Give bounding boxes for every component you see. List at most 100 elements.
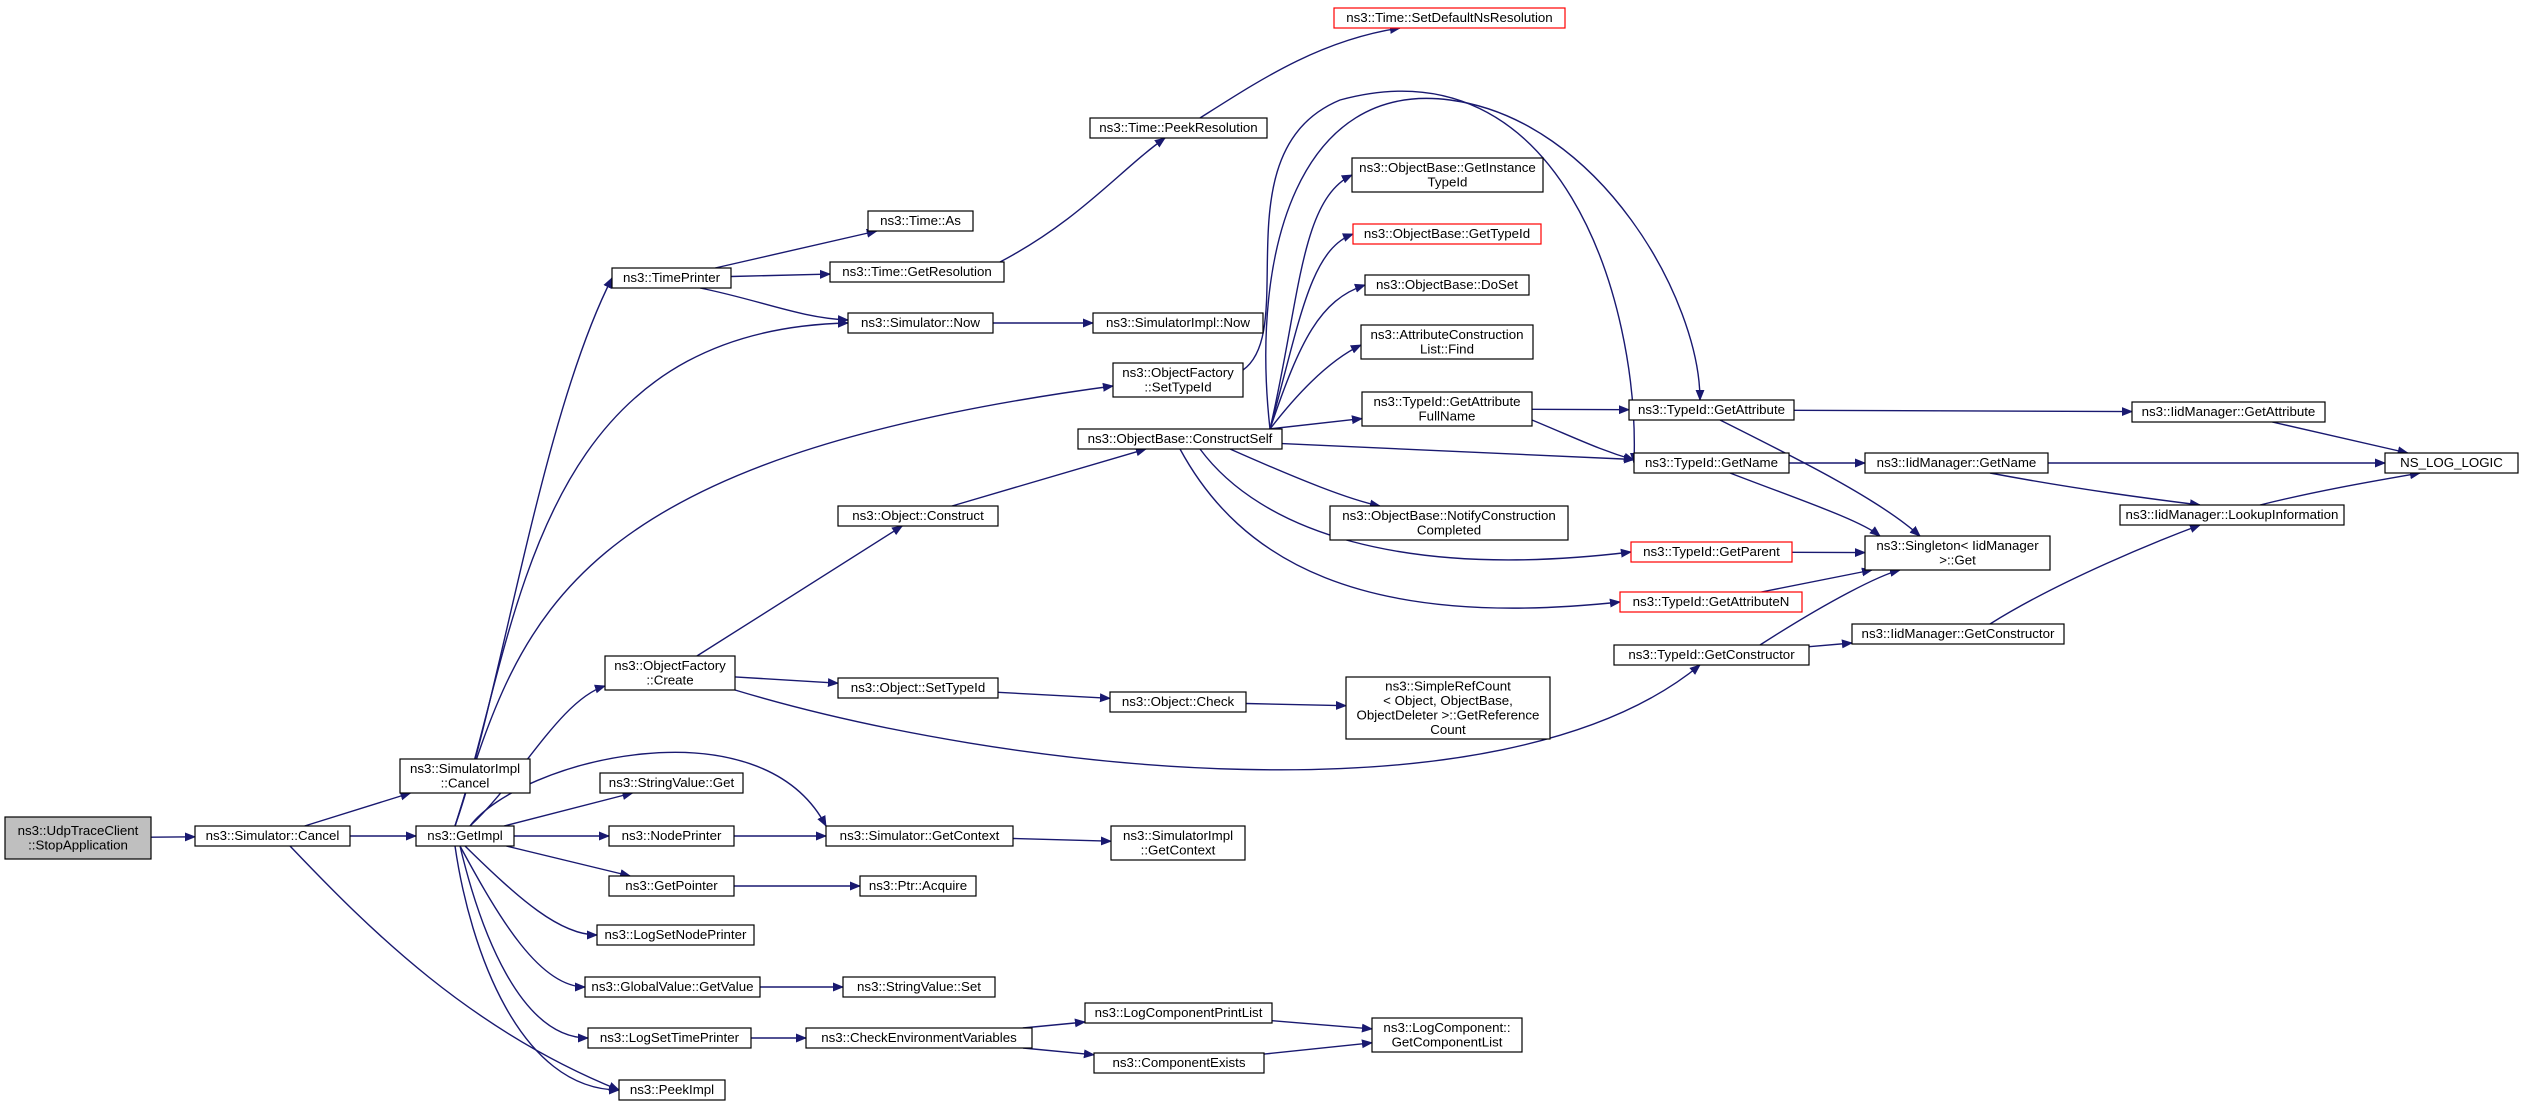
node-box[interactable] [1112,362,1244,398]
node-box[interactable] [1371,1017,1523,1053]
node-box[interactable] [1619,591,1803,613]
node-logcomp-getlist[interactable]: ns3::LogComponent::GetComponentList [1371,1017,1523,1053]
node-objfactory-settypeid[interactable]: ns3::ObjectFactory::SetTypeId [1112,362,1244,398]
node-box[interactable] [1864,535,2051,571]
node-ns-log-logic[interactable]: NS_LOG_LOGIC [2384,452,2519,474]
node-box[interactable] [415,825,515,847]
node-box[interactable] [1352,223,1542,245]
node-iidmgr-getname[interactable]: ns3::IidManager::GetName [1864,452,2049,474]
node-box[interactable] [1361,391,1533,427]
node-stringvalue-get[interactable]: ns3::StringValue::Get [599,772,744,794]
node-typeid-getattribute[interactable]: ns3::TypeId::GetAttribute [1628,399,1795,421]
node-sim-cancel[interactable]: ns3::Simulator::Cancel [194,825,351,847]
node-box[interactable] [1092,312,1264,334]
node-box[interactable] [1630,541,1793,563]
node-ptr-acquire[interactable]: ns3::Ptr::Acquire [859,875,977,897]
node-time-peekres[interactable]: ns3::Time::PeekResolution [1089,117,1268,139]
node-box[interactable] [1089,117,1268,139]
node-typeid-getparent[interactable]: ns3::TypeId::GetParent [1630,541,1793,563]
node-objbase-constructself[interactable]: ns3::ObjectBase::ConstructSelf [1077,428,1283,450]
node-box[interactable] [1864,452,2049,474]
node-logcomp-printlist[interactable]: ns3::LogComponentPrintList [1084,1002,1273,1024]
node-logsetnodeprinter[interactable]: ns3::LogSetNodePrinter [596,924,755,946]
node-box[interactable] [1633,452,1790,474]
node-globalvalue-getvalue[interactable]: ns3::GlobalValue::GetValue [584,976,761,998]
node-peekimpl[interactable]: ns3::PeekImpl [618,1079,726,1101]
node-time-getresolution[interactable]: ns3::Time::GetResolution [829,261,1005,283]
node-box[interactable] [1110,825,1246,861]
node-box[interactable] [842,976,996,998]
node-time-setdefault[interactable]: ns3::Time::SetDefaultNsResolution [1333,7,1566,29]
node-box[interactable] [1093,1052,1265,1074]
node-box[interactable] [1613,644,1810,666]
node-box[interactable] [859,875,977,897]
node-box[interactable] [2384,452,2519,474]
node-simimpl-cancel[interactable]: ns3::SimulatorImpl::Cancel [399,758,531,794]
node-simimpl-getcontext[interactable]: ns3::SimulatorImpl::GetContext [1110,825,1246,861]
node-box[interactable] [1077,428,1283,450]
node-stringvalue-set[interactable]: ns3::StringValue::Set [842,976,996,998]
node-box[interactable] [1084,1002,1273,1024]
node-box[interactable] [608,825,735,847]
node-box[interactable] [1345,676,1551,740]
node-objbase-notifyconstr[interactable]: ns3::ObjectBase::NotifyConstructionCompl… [1329,505,1569,541]
node-iidmgr-lookup[interactable]: ns3::IidManager::LookupInformation [2119,504,2345,526]
node-iidmgr-getconstructor[interactable]: ns3::IidManager::GetConstructor [1851,623,2065,645]
node-checkenv[interactable]: ns3::CheckEnvironmentVariables [805,1027,1033,1049]
node-typeid-getname[interactable]: ns3::TypeId::GetName [1633,452,1790,474]
node-box[interactable] [1109,691,1247,713]
node-box[interactable] [1360,324,1534,360]
node-box[interactable] [1364,274,1530,296]
node-sim-now[interactable]: ns3::Simulator::Now [847,312,994,334]
node-box[interactable] [1628,399,1795,421]
node-box[interactable] [604,655,736,691]
node-simplerefcount[interactable]: ns3::SimpleRefCount< Object, ObjectBase,… [1345,676,1551,740]
node-box[interactable] [599,772,744,794]
node-box[interactable] [829,261,1005,283]
node-object-construct[interactable]: ns3::Object::Construct [837,505,999,527]
node-time-as[interactable]: ns3::Time::As [867,210,974,232]
node-getpointer[interactable]: ns3::GetPointer [608,875,735,897]
node-box[interactable] [1851,623,2065,645]
node-singleton-get[interactable]: ns3::Singleton< IidManager >::Get [1864,535,2051,571]
node-box[interactable] [584,976,761,998]
node-box[interactable] [1351,157,1544,193]
node-box[interactable] [837,505,999,527]
node-box[interactable] [2131,401,2326,423]
node-box[interactable] [1329,505,1569,541]
node-box[interactable] [608,875,735,897]
node-box[interactable] [805,1027,1033,1049]
node-typeid-getconstructor[interactable]: ns3::TypeId::GetConstructor [1613,644,1810,666]
node-box[interactable] [194,825,351,847]
node-sim-getcontext[interactable]: ns3::Simulator::GetContext [825,825,1014,847]
node-box[interactable] [825,825,1014,847]
node-box[interactable] [867,210,974,232]
node-box[interactable] [4,816,152,860]
node-getimpl[interactable]: ns3::GetImpl [415,825,515,847]
node-simimpl-now[interactable]: ns3::SimulatorImpl::Now [1092,312,1264,334]
node-box[interactable] [2119,504,2345,526]
node-box[interactable] [847,312,994,334]
node-typeid-getattributen[interactable]: ns3::TypeId::GetAttributeN [1619,591,1803,613]
node-box[interactable] [618,1079,726,1101]
node-box[interactable] [399,758,531,794]
node-box[interactable] [587,1027,752,1049]
node-box[interactable] [611,267,732,289]
node-timeprinter[interactable]: ns3::TimePrinter [611,267,732,289]
node-udptrace-stop[interactable]: ns3::UdpTraceClient::StopApplication [4,816,152,860]
node-objbase-doset[interactable]: ns3::ObjectBase::DoSet [1364,274,1530,296]
node-iidmgr-getattribute[interactable]: ns3::IidManager::GetAttribute [2131,401,2326,423]
node-object-check[interactable]: ns3::Object::Check [1109,691,1247,713]
node-box[interactable] [1333,7,1566,29]
node-objfactory-create[interactable]: ns3::ObjectFactory::Create [604,655,736,691]
node-box[interactable] [596,924,755,946]
node-objbase-gettypeid[interactable]: ns3::ObjectBase::GetTypeId [1352,223,1542,245]
node-object-settypeid[interactable]: ns3::Object::SetTypeId [837,677,999,699]
node-nodeprinter[interactable]: ns3::NodePrinter [608,825,735,847]
node-box[interactable] [837,677,999,699]
node-componentexists[interactable]: ns3::ComponentExists [1093,1052,1265,1074]
node-logsettimeprinter[interactable]: ns3::LogSetTimePrinter [587,1027,752,1049]
